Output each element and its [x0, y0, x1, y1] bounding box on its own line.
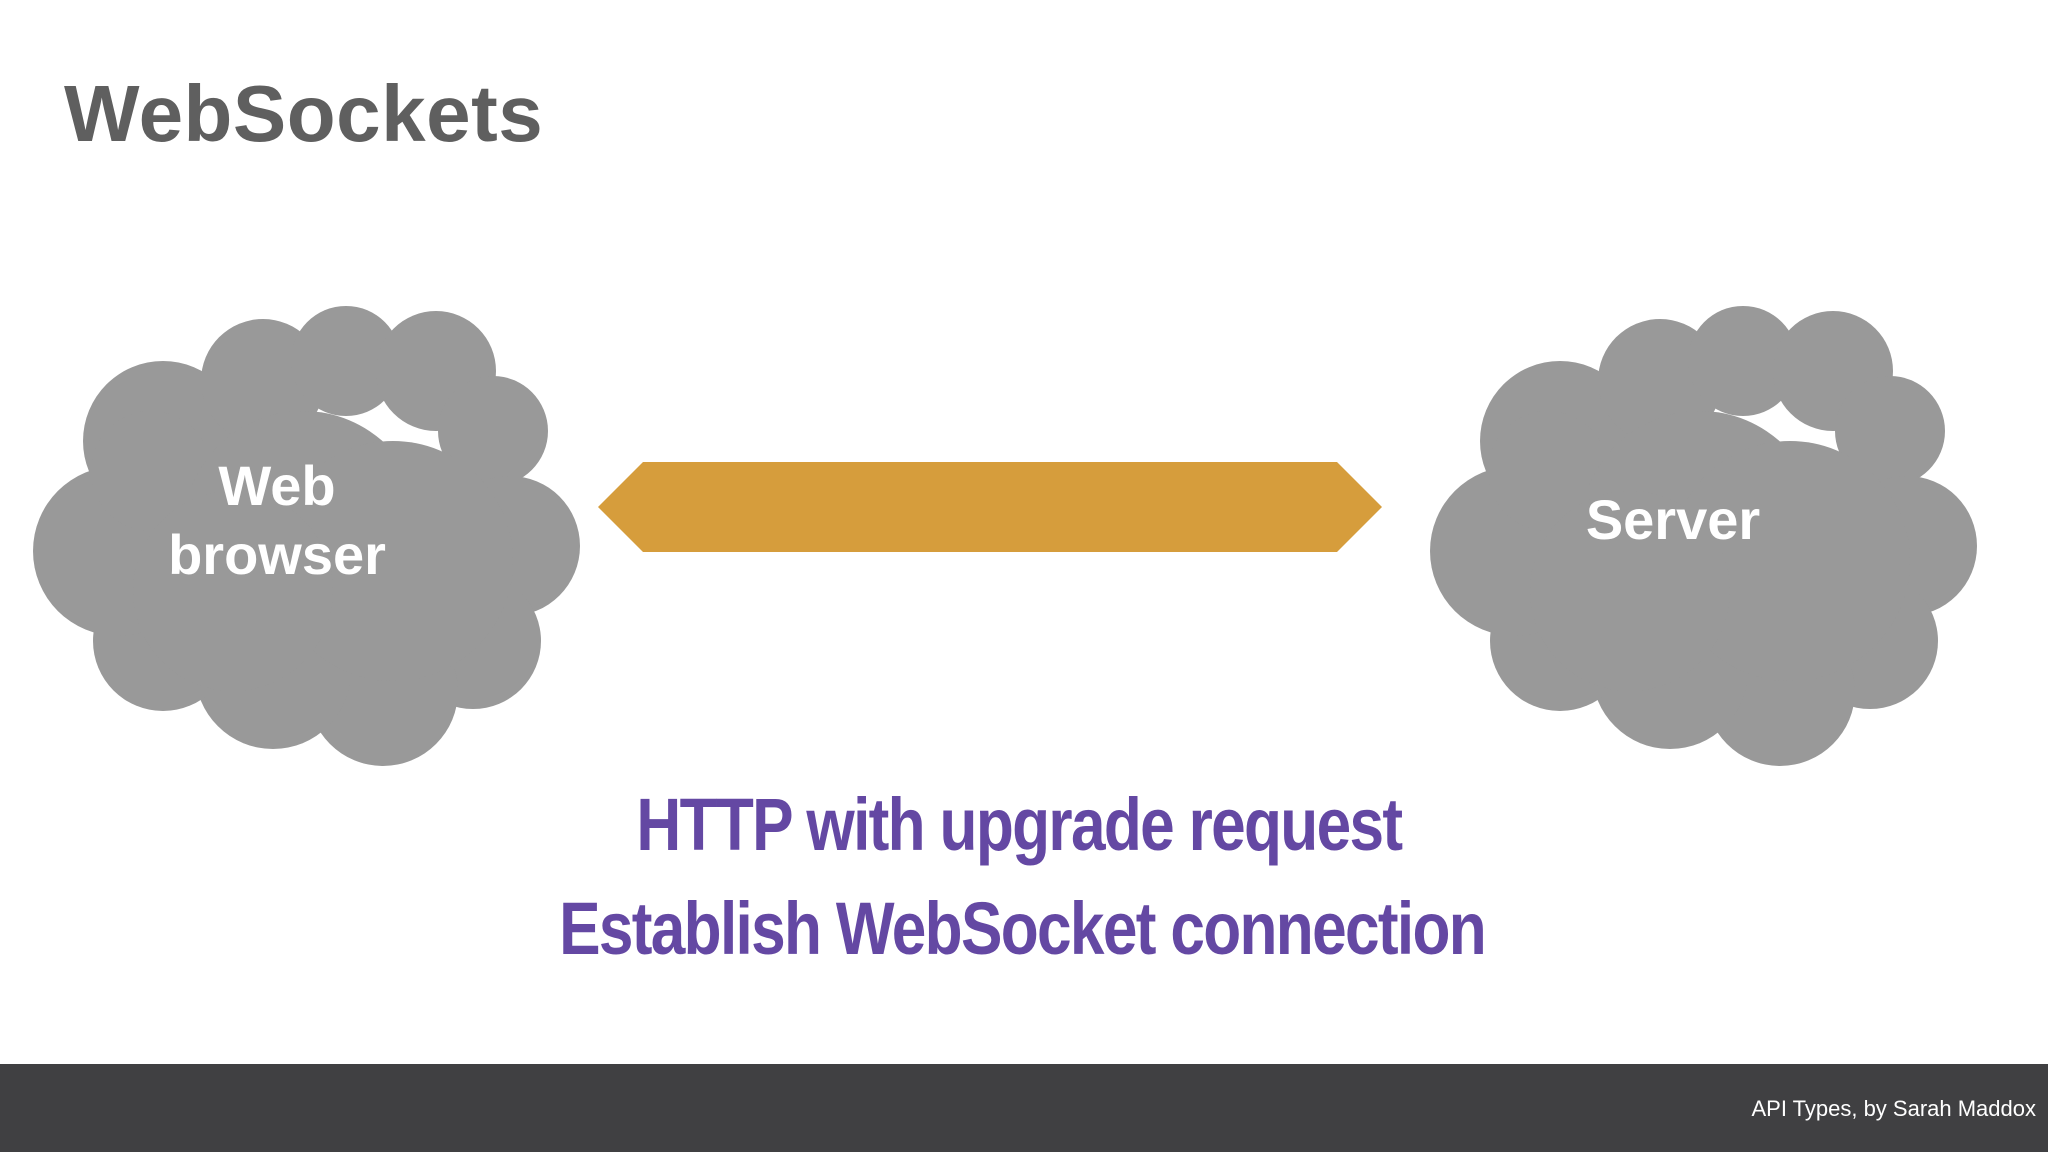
message-establish-connection: Establish WebSocket connection	[559, 887, 1487, 970]
double-headed-arrow-icon	[598, 462, 1382, 552]
message-http-upgrade: HTTP with upgrade request	[636, 783, 1403, 866]
footer-credit: API Types, by Sarah Maddox	[1751, 1096, 2036, 1121]
right-cloud-label: Server	[1586, 488, 1760, 551]
slide-title: WebSockets	[64, 69, 544, 158]
left-cloud-label-line2: browser	[168, 523, 386, 586]
footer-bar: API Types, by Sarah Maddox	[0, 1064, 2048, 1152]
left-cloud-label-line1: Web	[218, 454, 335, 517]
